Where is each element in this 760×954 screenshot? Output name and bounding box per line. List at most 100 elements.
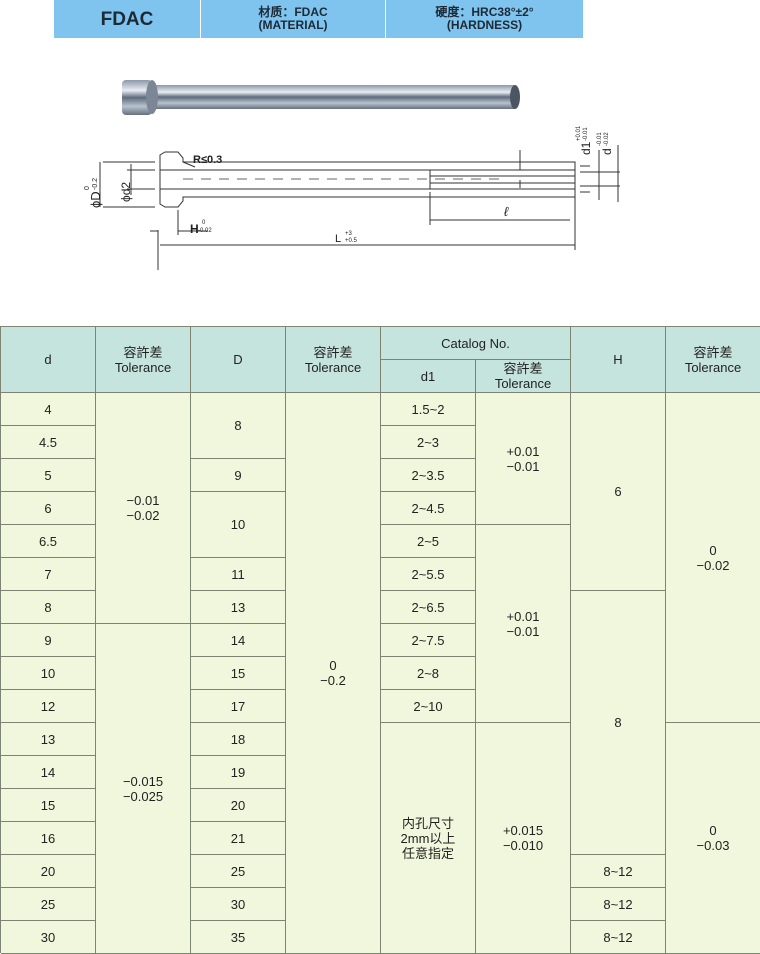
table-cell: 14: [191, 624, 286, 657]
cell-text: −0.03: [696, 838, 730, 853]
table-cell: 12: [1, 690, 96, 723]
cell-text: d: [44, 352, 52, 367]
cell-text: 15: [40, 797, 56, 813]
cell-text: 2~3: [416, 434, 440, 450]
table-cell: 2~6.5: [381, 591, 476, 624]
cell-text: 2mm以上: [400, 830, 456, 846]
cell-text: 容許差: [123, 344, 163, 360]
product-code: FDAC: [54, 0, 201, 38]
cell-text: 25: [40, 896, 56, 912]
table-cell: +0.01−0.01: [476, 525, 571, 723]
table-cell: 8~12: [571, 888, 666, 921]
cell-text: −0.02: [126, 508, 160, 523]
cell-text: 5: [44, 467, 52, 483]
cell-text: 8: [614, 715, 622, 730]
cell-text: 18: [230, 731, 246, 747]
cell-text: 1.5~2: [411, 401, 445, 417]
cell-text: 9: [44, 632, 52, 648]
table-cell: +0.01−0.01: [476, 393, 571, 525]
cell-text: 6.5: [38, 533, 58, 549]
L-tol-lower: +0.5: [345, 238, 358, 244]
cell-text: 20: [230, 797, 246, 813]
cell-text: 内孔尺寸: [401, 815, 454, 831]
table-cell: 2~8: [381, 657, 476, 690]
cell-text: −0.2: [320, 673, 346, 688]
cell-text: 8~12: [603, 929, 633, 945]
table-cell: 8~12: [571, 855, 666, 888]
table-cell: 8~12: [571, 921, 666, 954]
cell-text: 11: [231, 566, 245, 582]
L-tol-upper: +3: [345, 231, 353, 237]
table-cell: 2~3.5: [381, 459, 476, 492]
table-cell: 0−0.2: [286, 393, 381, 954]
cell-text: 6: [44, 500, 52, 516]
table-cell: 11: [191, 558, 286, 591]
cell-text: 13: [40, 731, 56, 747]
cell-text: H: [613, 352, 623, 367]
cell-text: 14: [230, 632, 246, 648]
radius-label: R≤0.3: [193, 154, 222, 166]
H-label: H: [190, 222, 199, 236]
cell-text: 17: [230, 698, 246, 714]
table-cell: 30: [191, 888, 286, 921]
d-tol-upper: -0.01: [597, 132, 603, 146]
cell-text: Tolerance: [684, 359, 742, 375]
L-label: L: [335, 233, 341, 245]
table-cell: 6: [1, 492, 96, 525]
table-cell: 19: [191, 756, 286, 789]
cell-text: −0.025: [122, 788, 164, 804]
cell-text: 0: [709, 823, 717, 838]
column-header: H: [571, 327, 666, 393]
cell-text: 30: [40, 929, 56, 945]
table-cell: 5: [1, 459, 96, 492]
cell-text: 8~12: [603, 896, 633, 912]
cell-text: −0.02: [696, 557, 730, 573]
table-cell: +0.015−0.010: [476, 723, 571, 954]
cell-text: 任意指定: [401, 845, 454, 861]
table-cell: 0−0.02: [666, 393, 760, 723]
cell-text: −0.01: [506, 458, 540, 474]
cell-text: 19: [230, 764, 246, 780]
cell-text: 21: [230, 830, 246, 846]
cell-text: 2~6.5: [411, 599, 445, 615]
table-cell: 2~10: [381, 690, 476, 723]
table-cell: 30: [1, 921, 96, 954]
ejector-pin-photo: [122, 80, 520, 115]
cell-text: 12: [40, 698, 56, 714]
cell-text: Tolerance: [114, 359, 172, 375]
cell-text: 容許差: [313, 344, 353, 360]
cell-text: 6: [614, 484, 622, 499]
spec-banner: FDAC 材质：FDAC (MATERIAL) 硬度：HRC38°±2° (HA…: [54, 0, 583, 38]
table-cell: 8: [1, 591, 96, 624]
cell-text: 2~5.5: [411, 566, 445, 582]
table-cell: 2~5: [381, 525, 476, 558]
table-cell: 8: [571, 591, 666, 855]
d-label: d: [600, 148, 614, 155]
table-cell: 2~4.5: [381, 492, 476, 525]
column-header: Catalog No.: [381, 327, 571, 360]
cell-text: 4: [44, 401, 52, 417]
table-cell: 10: [1, 657, 96, 690]
cell-text: d1: [420, 368, 436, 384]
cell-text: 35: [230, 929, 246, 945]
table-cell: 6.5: [1, 525, 96, 558]
D-tol-lower: -0.2: [92, 178, 99, 190]
cell-text: −0.010: [502, 838, 544, 853]
table-cell: 21: [191, 822, 286, 855]
table-cell: 0−0.03: [666, 723, 760, 954]
cell-text: 8~12: [603, 863, 633, 879]
table-cell: 14: [1, 756, 96, 789]
cell-text: D: [233, 352, 243, 367]
cell-text: 30: [230, 896, 246, 912]
material-spec: 材质：FDAC (MATERIAL): [201, 0, 386, 38]
table-cell: 2~5.5: [381, 558, 476, 591]
cell-text: 15: [230, 665, 246, 681]
d2-label: ϕd2: [119, 182, 133, 202]
cell-text: 10: [230, 517, 246, 532]
d1-tol-lower: -0.01: [583, 127, 589, 141]
table-cell: 20: [1, 855, 96, 888]
